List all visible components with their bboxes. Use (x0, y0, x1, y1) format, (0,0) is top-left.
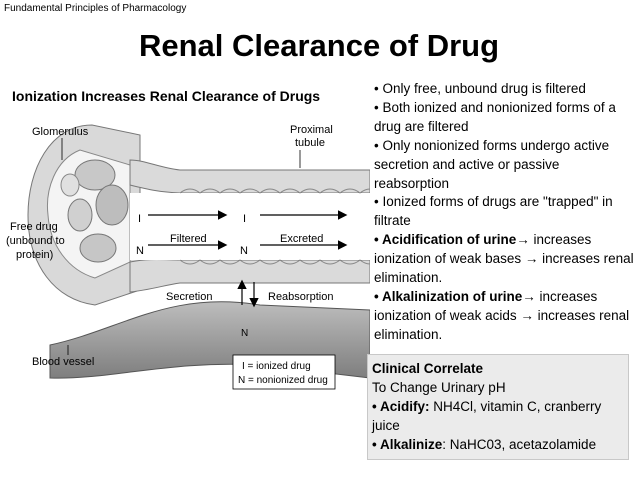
bullet-item: • Acidification of urine→ increases ioni… (374, 231, 636, 288)
acidify-text: NH4Cl, vitamin C, cranberry juice (372, 399, 602, 433)
page-title: Renal Clearance of Drug (138, 28, 500, 63)
clinical-subtitle: To Change Urinary pH (372, 380, 506, 395)
label-protein: protein) (16, 249, 53, 261)
diagram-legend: I = ionized drug N = nonionized drug (232, 354, 336, 390)
diagram-subtitle: Ionization Increases Renal Clearance of … (12, 88, 321, 104)
bullet-bold: • Acidification of urine (374, 232, 517, 248)
legend-nonionized: N = nonionized drug (238, 375, 328, 386)
acidify-label: • Acidify: (372, 399, 430, 414)
legend-ionized: I = ionized drug (242, 361, 311, 372)
label-blood-vessel: Blood vessel (32, 356, 94, 368)
label-N-left: N (136, 245, 144, 257)
bullet-item: • Alkalinization of urine→ increases ion… (374, 288, 636, 345)
course-title: Fundamental Principles of Pharmacology (4, 3, 187, 14)
clinical-acidify: • Acidify: NH4Cl, vitamin C, cranberry j… (372, 397, 628, 435)
label-tubule: tubule (295, 137, 325, 149)
label-secretion: Secretion (166, 291, 212, 303)
label-proximal: Proximal (290, 124, 333, 136)
clinical-alkalinize: • Alkalinize: NaHC03, acetazolamide (372, 435, 628, 454)
bullet-bold: • Alkalinization of urine (374, 288, 523, 304)
label-unbound: (unbound to (6, 235, 65, 247)
label-N-vessel: N (241, 328, 248, 339)
bullet-rest: → increases ionization of weak bases → i… (374, 232, 634, 286)
bullet-item: • Both ionized and nonionized forms of a… (374, 99, 616, 134)
label-reabsorption: Reabsorption (268, 291, 333, 303)
alkalinize-text: : NaHC03, acetazolamide (442, 437, 597, 452)
label-excreted: Excreted (280, 233, 323, 245)
label-filtered: Filtered (170, 233, 207, 245)
label-N-mid: N (240, 245, 248, 257)
proximal-tubule-shape (129, 159, 370, 293)
bullet-list: • Only free, unbound drug is filtered • … (374, 80, 636, 345)
alkalinize-label: • Alkalinize (372, 437, 443, 452)
bullet-rest: → increases ionization of weak acids → i… (374, 288, 630, 342)
clinical-correlate-box: Clinical Correlate To Change Urinary pH … (367, 354, 629, 460)
renal-clearance-diagram: Glomerulus Proximal tubule Free drug (un… (6, 124, 370, 390)
bullet-item: • Only free, unbound drug is filtered (374, 81, 586, 96)
bullet-item: • Ionized forms of drugs are "trapped" i… (374, 194, 613, 229)
label-I-left: I (138, 213, 141, 225)
glomerulus-shape (27, 124, 141, 306)
label-glomerulus: Glomerulus (32, 126, 89, 138)
label-I-mid: I (243, 213, 246, 225)
label-free-drug: Free drug (10, 221, 58, 233)
bullet-item: • Only nonionized forms undergo active s… (374, 137, 610, 191)
clinical-title: Clinical Correlate (372, 361, 484, 376)
